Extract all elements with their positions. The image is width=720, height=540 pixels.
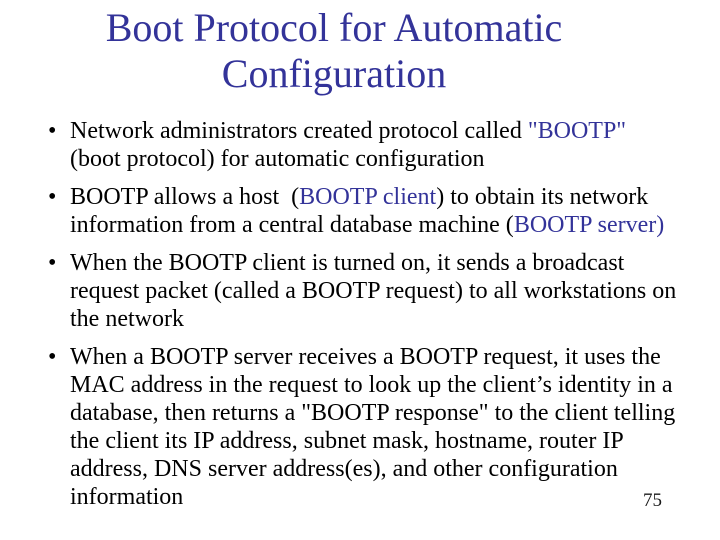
bullet-marker: • <box>48 118 57 144</box>
accent-text-segment: BOOTP server) <box>513 212 665 238</box>
text-segment: Network administrators created protocol … <box>70 118 528 144</box>
bullet-item: • Network administrators created protocol… <box>48 117 698 173</box>
text-segment: information <box>70 484 184 510</box>
bullet-line: database, then returns a "BOOTP response… <box>70 399 698 427</box>
text-segment: MAC address in the request to look up th… <box>70 372 673 398</box>
text-segment: information from a central database mach… <box>70 212 514 238</box>
bullet-list: • Network administrators created protocol… <box>48 117 698 521</box>
bullet-item: • BOOTP allows a host (BOOTP client) to o… <box>48 183 698 239</box>
bullet-line: information from a central database mach… <box>70 211 698 239</box>
text-segment: the client its IP address, subnet mask, … <box>70 428 624 454</box>
text-segment: the network <box>70 306 184 332</box>
bullet-line: information <box>70 483 698 511</box>
bullet-marker: • <box>48 344 57 370</box>
page-title-line-2: Configuration <box>221 51 447 96</box>
bullet-line: MAC address in the request to look up th… <box>70 371 698 399</box>
bullet-line: (boot protocol) for automatic configurat… <box>70 145 698 173</box>
accent-text-segment: BOOTP client <box>299 184 437 210</box>
bullet-line: the client its IP address, subnet mask, … <box>70 427 698 455</box>
page-number: 75 <box>643 490 662 511</box>
text-segment: database, then returns a "BOOTP response… <box>70 400 676 426</box>
text-segment: (boot protocol) for automatic configurat… <box>70 146 485 172</box>
text-segment: When the BOOTP client is turned on, it s… <box>70 250 625 276</box>
bullet-line: When the BOOTP client is turned on, it s… <box>70 249 698 277</box>
text-segment: ) to obtain its network <box>436 184 649 210</box>
bullet-marker: • <box>48 250 57 276</box>
bullet-item: • When a BOOTP server receives a BOOTP re… <box>48 343 698 511</box>
bullet-line: request packet (called a BOOTP request) … <box>70 277 698 305</box>
text-segment: address, DNS server address(es), and oth… <box>70 456 618 482</box>
bullet-line: Network administrators created protocol … <box>70 117 698 145</box>
accent-text-segment: "BOOTP" <box>527 118 627 144</box>
page-title-line-1: Boot Protocol for Automatic <box>105 5 563 50</box>
bullet-line: the network <box>70 305 698 333</box>
text-segment: BOOTP allows a host ( <box>70 184 300 210</box>
bullet-item: • When the BOOTP client is turned on, it … <box>48 249 698 333</box>
bullet-line: When a BOOTP server receives a BOOTP req… <box>70 343 698 371</box>
text-segment: request packet (called a BOOTP request) … <box>70 278 677 304</box>
bullet-marker: • <box>48 184 57 210</box>
bullet-line: BOOTP allows a host (BOOTP client) to ob… <box>70 183 698 211</box>
bullet-line: address, DNS server address(es), and oth… <box>70 455 698 483</box>
text-segment: When a BOOTP server receives a BOOTP req… <box>70 344 661 370</box>
